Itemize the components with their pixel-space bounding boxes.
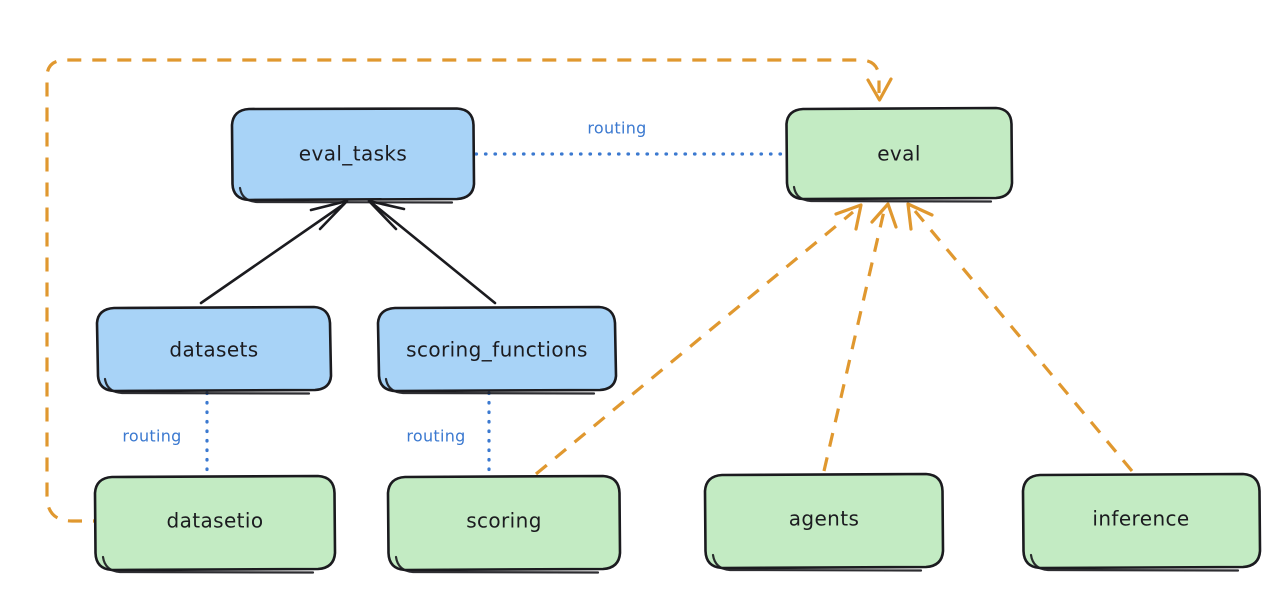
node-scoring[interactable]: scoring — [386, 474, 622, 574]
edge-label-routing-middle: routing — [406, 427, 465, 446]
edge-inference-eval — [906, 202, 1134, 473]
node-label-datasets: datasets — [169, 338, 258, 362]
node-label-eval-tasks: eval_tasks — [299, 142, 407, 166]
node-label-agents: agents — [789, 507, 860, 531]
edge-label-routing-top: routing — [587, 119, 646, 138]
node-inference[interactable]: inference — [1021, 472, 1262, 572]
node-eval-tasks[interactable]: eval_tasks — [230, 107, 476, 204]
node-datasetio[interactable]: datasetio — [93, 474, 337, 574]
edge-datasets-datasetio: routing — [122, 391, 209, 476]
node-datasets[interactable]: datasets — [95, 305, 333, 395]
node-label-scoring: scoring — [466, 509, 542, 533]
edge-label-routing-left: routing — [122, 427, 181, 446]
edge-scoring-functions-eval-tasks — [367, 199, 497, 305]
node-eval[interactable]: eval — [785, 106, 1014, 203]
node-agents[interactable]: agents — [703, 472, 945, 572]
edge-scoring-eval — [534, 203, 863, 476]
edge-agents-eval — [822, 202, 898, 472]
edge-datasets-eval-tasks — [199, 199, 349, 305]
node-label-eval: eval — [877, 142, 921, 166]
node-label-datasetio: datasetio — [166, 509, 263, 533]
edge-scoring-functions-scoring: routing — [406, 391, 491, 476]
edge-eval-tasks-eval: routing — [474, 119, 786, 156]
node-scoring-functions[interactable]: scoring_functions — [376, 305, 618, 395]
edge-datasetio-eval — [45, 58, 893, 523]
node-label-inference: inference — [1092, 507, 1189, 531]
node-label-scoring-functions: scoring_functions — [406, 338, 588, 362]
